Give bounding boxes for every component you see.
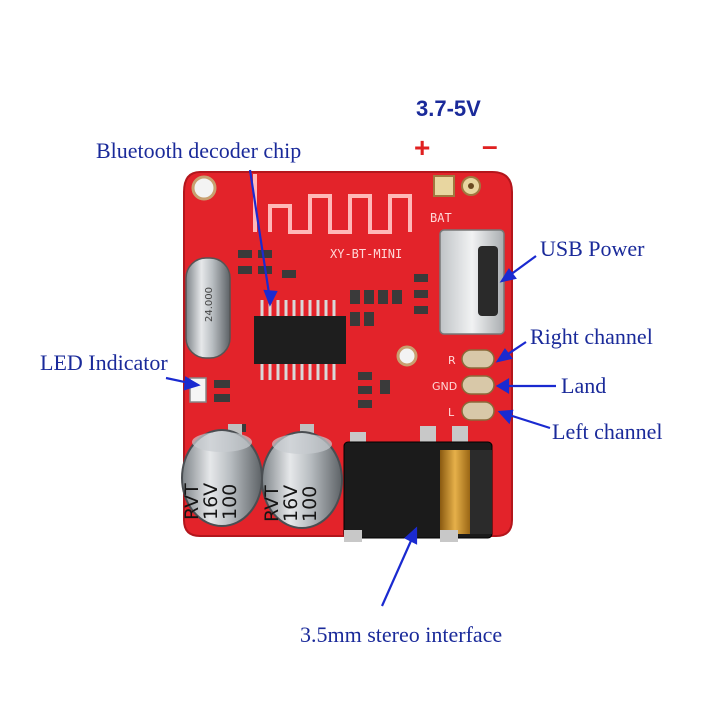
land-label: Land — [561, 373, 607, 398]
svg-text:16V: 16V — [280, 485, 302, 522]
voltage-label: 3.7-5V — [416, 96, 481, 121]
bluetooth-chip-label: Bluetooth decoder chip — [96, 138, 302, 163]
usb-opening — [478, 246, 498, 316]
svg-text:100: 100 — [219, 484, 241, 520]
crystal-oscillator — [185, 257, 231, 359]
audio-pads — [461, 349, 495, 421]
left-channel-label: Left channel — [552, 419, 663, 444]
pad-r-text: R — [448, 354, 456, 367]
pad-l-text: L — [448, 406, 455, 419]
board-bat-text: BAT — [430, 211, 452, 225]
right-channel-label: Right channel — [530, 324, 653, 349]
pad-gnd-text: GND — [432, 380, 457, 393]
svg-text:RVT: RVT — [181, 483, 203, 520]
negative-sign: – — [482, 130, 498, 161]
svg-text:16V: 16V — [200, 483, 222, 520]
stereo-interface-label: 3.5mm stereo interface — [300, 622, 503, 647]
svg-text:RVT: RVT — [261, 485, 283, 522]
audio-jack — [343, 426, 493, 542]
usb-power-label: USB Power — [540, 236, 645, 261]
led-indicator-label: LED Indicator — [40, 350, 168, 375]
annotation-arrows — [165, 169, 556, 607]
svg-text:100: 100 — [299, 486, 321, 522]
capacitor-1: 100 16V RVT — [181, 424, 263, 527]
board-model-text: XY-BT-MINI — [330, 247, 402, 261]
battery-pad-minus-hole — [468, 183, 474, 189]
bluetooth-chip — [254, 300, 346, 380]
mount-hole-center — [396, 345, 418, 367]
capacitor-2: 100 16V RVT — [261, 424, 343, 529]
battery-pad-plus — [433, 175, 455, 197]
crystal-text: 24.000 — [204, 287, 215, 322]
positive-sign: + — [414, 132, 431, 163]
mount-hole-top-left — [191, 175, 217, 201]
